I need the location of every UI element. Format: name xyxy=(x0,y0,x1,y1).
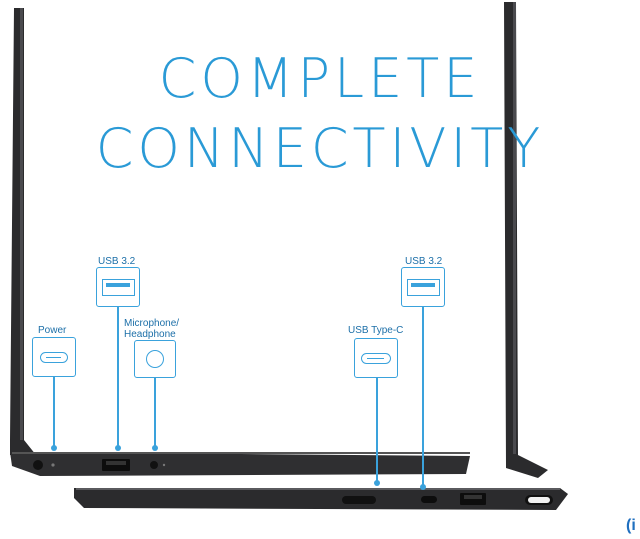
left-laptop-base xyxy=(10,452,470,476)
power-port-shape xyxy=(33,460,43,470)
mic-label: Microphone/ Headphone xyxy=(124,318,180,340)
usb-c-connector-line xyxy=(376,378,378,482)
usb-left-connector-dot xyxy=(114,445,121,451)
power-port-icon xyxy=(32,337,76,377)
usb-left-label: USB 3.2 xyxy=(98,256,136,267)
volume-button-shape xyxy=(342,496,376,504)
power-label: Power xyxy=(38,325,67,336)
mic-connector-line xyxy=(154,378,156,447)
power-connector-dot xyxy=(50,445,57,451)
usb-c-label: USB Type-C xyxy=(348,325,404,336)
usb-right-connector-line xyxy=(422,307,424,487)
headline-line-2: CONNECTIVITY xyxy=(95,117,545,180)
brand-logo: (i xyxy=(626,517,636,534)
usb-right-label: USB 3.2 xyxy=(405,256,443,267)
right-laptop-base xyxy=(74,488,568,510)
usb-c-port-icon xyxy=(354,338,398,378)
usb-left-port-icon xyxy=(96,267,140,307)
usb-right-port-icon xyxy=(401,267,445,307)
usb-right-connector-dot xyxy=(419,484,426,490)
mic-port-shape xyxy=(150,461,158,469)
headline-line-1: COMPLETE xyxy=(158,47,482,110)
mic-port-icon xyxy=(134,340,176,378)
mic-connector-dot xyxy=(151,445,158,451)
power-connector-line xyxy=(53,377,55,447)
usb-c-connector-dot xyxy=(373,480,380,486)
usb-left-connector-line xyxy=(117,307,119,447)
usb-c-port-shape xyxy=(421,496,437,503)
